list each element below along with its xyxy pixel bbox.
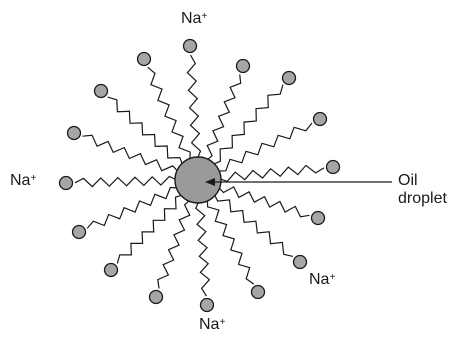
polar-head: [325, 159, 341, 175]
hydrocarbon-tail: [116, 193, 185, 264]
polar-head: [199, 297, 215, 313]
hydrocarbon-tail: [213, 192, 294, 257]
hydrocarbon-tail: [82, 134, 180, 174]
polar-head: [58, 175, 74, 191]
polar-head: [310, 210, 326, 226]
hydrocarbon-tail: [211, 84, 284, 166]
sodium-ion-label-bottom: Na+: [199, 316, 226, 333]
polar-head: [66, 125, 82, 141]
polar-head: [148, 289, 164, 305]
polar-head: [93, 83, 109, 99]
hydrocarbon-tail: [216, 185, 310, 218]
polar-head: [71, 224, 87, 240]
hydrocarbon-tail: [206, 197, 255, 285]
oil-droplet: [174, 156, 222, 204]
hydrocarbon-tail: [204, 74, 242, 162]
oil-droplet-label: Oil droplet: [398, 172, 462, 208]
polar-head: [136, 51, 152, 67]
polar-head: [182, 38, 198, 54]
hydrocarbon-tail: [215, 122, 313, 172]
polar-head: [292, 254, 308, 270]
polar-head: [250, 284, 266, 300]
hydrocarbon-tail: [186, 54, 202, 161]
hydrocarbon-tail: [217, 164, 325, 183]
hydrocarbon-tail: [147, 66, 191, 162]
polar-head: [312, 111, 328, 127]
sodium-ion-label-top: Na+: [181, 10, 208, 27]
hydrocarbon-tail: [157, 198, 192, 289]
sodium-ion-label-right: Na+: [309, 271, 336, 288]
oil-droplet-label-line1: Oil: [398, 172, 418, 189]
hydrocarbon-tail: [86, 186, 180, 229]
oil-droplet-arrowhead: [205, 178, 215, 186]
hydrocarbon-tail: [107, 96, 184, 167]
hydrocarbon-tail: [74, 175, 179, 188]
surfactant-tails: [74, 54, 325, 297]
polar-heads: [58, 38, 341, 313]
sodium-ion-label-left: Na+: [10, 172, 37, 189]
polar-head: [103, 262, 119, 278]
hydrocarbon-tail: [195, 199, 211, 297]
polar-head: [235, 58, 251, 74]
oil-droplet-label-line2: droplet: [398, 190, 447, 207]
polar-head: [281, 70, 297, 86]
